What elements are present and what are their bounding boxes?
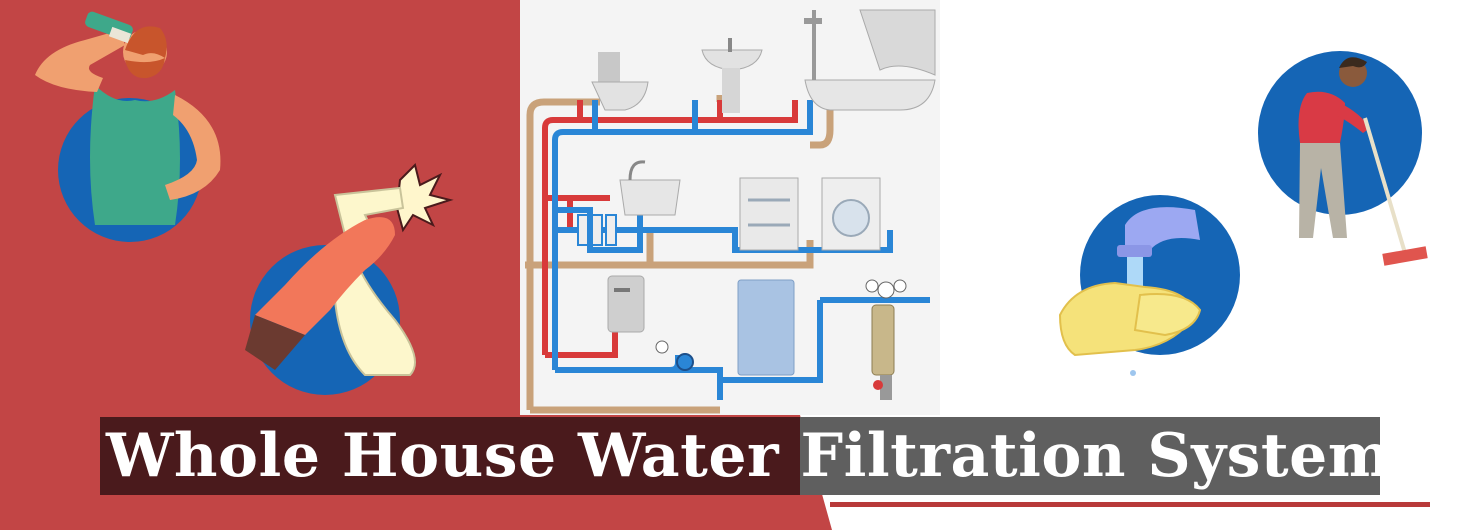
bathtub-icon — [804, 9, 936, 111]
man-sweeping-icon — [1258, 51, 1428, 266]
bathroom-sink-icon — [701, 38, 763, 113]
dishwasher-icon — [739, 177, 799, 251]
toilet-icon — [591, 52, 649, 111]
spray-bottle-icon — [245, 163, 454, 395]
kitchen-sink-icon — [619, 160, 681, 216]
accent-underline — [830, 502, 1430, 507]
washing-machine-icon — [821, 177, 881, 251]
title-bar-gray — [800, 417, 1380, 495]
page-title: Whole House Water Filtration System — [106, 421, 1392, 491]
water-heater-icon — [607, 275, 645, 333]
plumbing-diagram — [525, 9, 936, 414]
title-bar-dark — [100, 417, 800, 495]
main-water-filter-icon — [865, 279, 907, 400]
man-drinking-icon — [35, 11, 221, 242]
water-meter-icon — [655, 340, 694, 371]
storage-tank-icon — [737, 279, 795, 376]
title-banner: Whole House Water Filtration System — [100, 417, 1392, 495]
under-sink-filter-icon — [577, 214, 617, 246]
hand-washing-icon — [1058, 195, 1240, 376]
